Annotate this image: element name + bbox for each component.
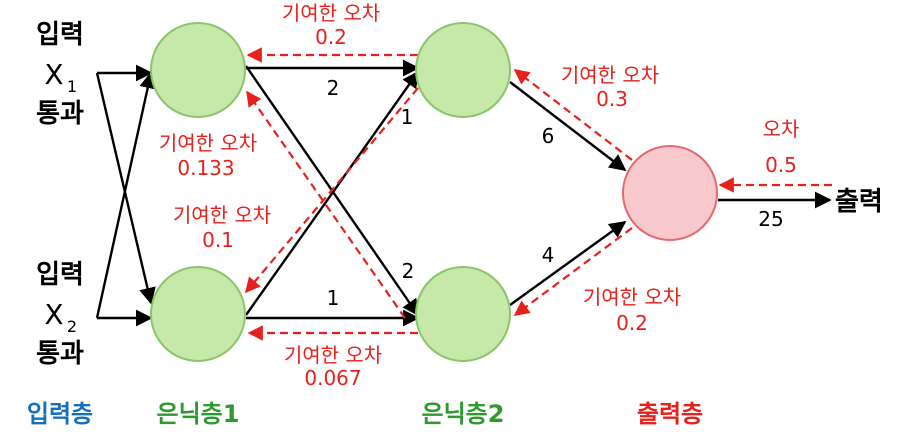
err-out-h2b-text: 기여한 오차 xyxy=(583,285,681,309)
input-x2-var: X xyxy=(44,298,63,331)
err-h2b-h1b-value: 0.067 xyxy=(304,366,361,390)
err-into-h1a-text: 기여한 오차 xyxy=(159,131,257,155)
err-edge-h2a-h1b xyxy=(245,87,419,294)
edge-x1-h1b xyxy=(95,72,156,305)
edge-h2a-out xyxy=(509,81,627,172)
err-into-h1a-value: 0.133 xyxy=(177,156,234,180)
output-label: 출력 xyxy=(835,187,883,217)
err-output-text: 오차 xyxy=(763,117,800,141)
input-x2-bottom: 통과 xyxy=(36,339,84,369)
weight-h1a-h2b: 2 xyxy=(402,259,415,283)
weight-h1a-h2a: 2 xyxy=(327,76,340,100)
layer-label-hidden2: 은닉층2 xyxy=(422,400,505,428)
node-h1b xyxy=(150,266,246,362)
err-h2a-h1a-text: 기여한 오차 xyxy=(282,1,380,25)
node-h2b xyxy=(415,266,511,362)
hidden-layer-1-nodes xyxy=(150,22,246,362)
err-out-h2a-value: 0.3 xyxy=(596,87,628,111)
err-edge-out-h2a xyxy=(513,69,633,161)
edge-x2-h1a xyxy=(95,71,156,319)
layer-label-hidden1: 은닉층1 xyxy=(157,400,240,428)
output-layer-nodes xyxy=(622,145,718,241)
edge-h2b-out xyxy=(509,221,627,306)
input-x2-top: 입력 xyxy=(36,260,84,290)
forward-edges xyxy=(245,59,832,327)
layer-labels: 입력층 은닉층1 은닉층2 출력층 xyxy=(27,400,703,428)
input-x1-var: X xyxy=(44,58,63,91)
input-connections xyxy=(95,64,156,327)
err-edge-out-h2b xyxy=(513,227,633,316)
weight-h1b-h2a: 1 xyxy=(401,105,414,129)
hidden-layer-2-nodes xyxy=(415,22,511,362)
input-x1-bottom: 통과 xyxy=(36,99,84,129)
err-output-value: 0.5 xyxy=(765,153,797,177)
err-into-h1b-text: 기여한 오차 xyxy=(173,203,271,227)
input-x2-sub: 2 xyxy=(67,317,77,336)
layer-label-output: 출력층 xyxy=(637,400,703,428)
err-h2a-h1a-value: 0.2 xyxy=(315,25,347,49)
err-out-h2b-value: 0.2 xyxy=(616,311,648,335)
input-x1-label: 입력 X 1 통과 xyxy=(36,20,84,129)
weight-h2a-out: 6 xyxy=(542,124,555,148)
node-h2a xyxy=(415,22,511,118)
err-edge-h2b-h1a xyxy=(246,90,406,319)
weight-out-final: 25 xyxy=(758,207,783,231)
input-x1-top: 입력 xyxy=(36,20,84,50)
weight-labels: 2 1 2 1 6 4 25 xyxy=(327,76,784,310)
err-h2b-h1b-text: 기여한 오차 xyxy=(284,343,382,367)
error-labels: 기여한 오차 0.2 기여한 오차 0.3 기여한 오차 0.133 기여한 오… xyxy=(159,1,800,390)
weight-h1b-h2b: 1 xyxy=(327,286,340,310)
input-x2-label: 입력 X 2 통과 xyxy=(36,260,84,369)
layer-label-input: 입력층 xyxy=(27,400,93,428)
weight-h2b-out: 4 xyxy=(542,243,555,267)
node-output xyxy=(622,145,718,241)
err-out-h2a-text: 기여한 오차 xyxy=(561,63,659,87)
node-h1a xyxy=(150,22,246,118)
input-x1-sub: 1 xyxy=(67,77,77,96)
err-into-h1b-value: 0.1 xyxy=(202,228,234,252)
edge-h1b-h2a xyxy=(245,70,419,316)
error-edges xyxy=(245,47,832,341)
